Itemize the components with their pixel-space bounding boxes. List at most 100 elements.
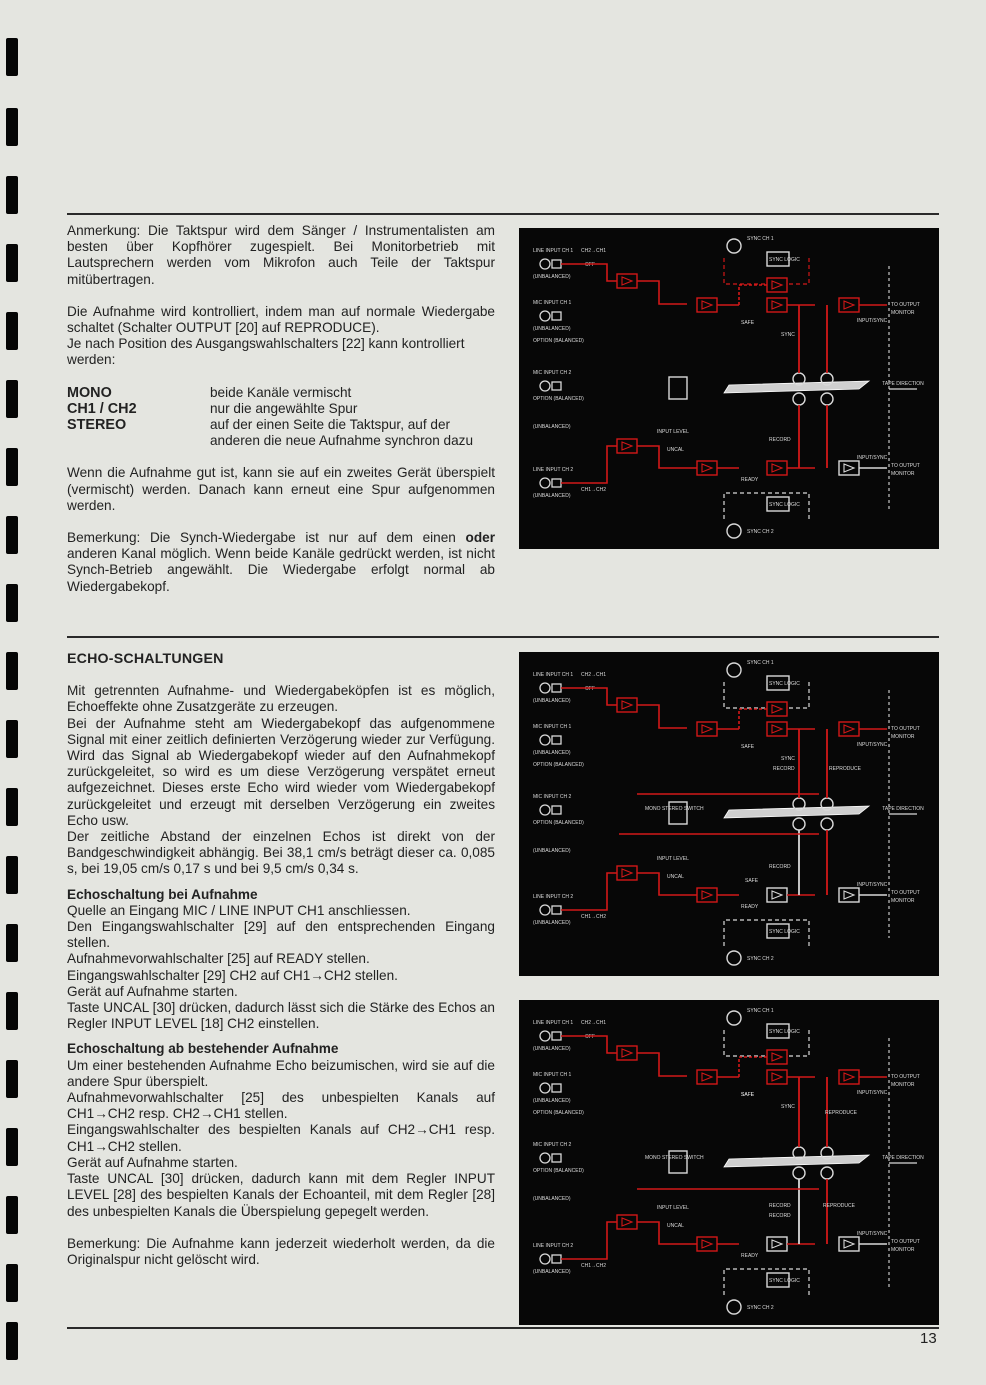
label-input-level: INPUT LEVEL (657, 429, 689, 435)
label-option-balanced: OPTION (BALANCED) (533, 1168, 584, 1174)
label-sync-ch2: SYNC CH 2 (747, 1305, 774, 1311)
signal-path (561, 872, 617, 911)
sync-logic-block (766, 1023, 790, 1039)
label-mono-stereo-switch: MONO STEREO SWITCH (645, 806, 704, 812)
label-sync-logic: SYNC LOGIC (769, 1278, 800, 1284)
section1-text: Anmerkung: Die Taktspur wird dem Sänger … (67, 223, 495, 595)
label-unbalanced: (UNBALANCED) (533, 424, 571, 430)
echo-intro-2: Bei der Aufnahme steht am Wiedergabekopf… (67, 715, 495, 828)
label-ready: READY (741, 904, 759, 910)
label-mono-stereo-switch: MONO STEREO SWITCH (645, 1155, 704, 1161)
label-sync: SYNC (781, 332, 795, 338)
label-line-input-ch2: LINE INPUT CH 2 (533, 1243, 573, 1249)
label-safe: SAFE (741, 744, 755, 750)
label-mic-input-ch2: MIC INPUT CH 2 (533, 794, 571, 800)
amplifier-symbol (771, 890, 784, 900)
amplifier-block (766, 1049, 788, 1065)
binding-hole (6, 1196, 18, 1234)
label-uncal: UNCAL (667, 447, 684, 453)
output-mode-table: MONO beide Kanäle vermischt CH1 / CH2 nu… (67, 385, 495, 450)
section2-text: ECHO-SCHALTUNGEN Mit getrennten Aufnahme… (67, 651, 495, 1268)
binding-hole (6, 380, 18, 418)
amplifier-block (696, 887, 718, 903)
amplifier-symbol (843, 1072, 856, 1082)
amplifier-symbol (621, 1048, 634, 1058)
amplifier-symbol (771, 280, 784, 290)
signal-path (561, 1035, 617, 1054)
tape-band (723, 380, 871, 394)
binding-hole (6, 516, 18, 554)
label-to-output: TO OUTPUT (891, 1239, 920, 1245)
mono-stereo-switch-block (668, 801, 688, 825)
label-sync: SYNC (781, 1104, 795, 1110)
echo-bestehend-line: Aufnahmevorwahlschalter [25] des unbespi… (67, 1090, 495, 1122)
xlr-jack-icon (539, 804, 551, 816)
amplifier-symbol (621, 441, 634, 451)
binding-hole (6, 312, 18, 350)
binding-hole (6, 38, 18, 76)
amplifier-symbol (621, 700, 634, 710)
signal-path (637, 1052, 687, 1077)
label-option-balanced: OPTION (BALANCED) (533, 338, 584, 344)
note-synch: Bemerkung: Die Synch-Wiedergabe ist nur … (67, 530, 495, 595)
mode-desc-mono: beide Kanäle vermischt (210, 384, 352, 400)
label-tape-direction: TAPE DIRECTION (882, 381, 924, 387)
xlr-jack-icon (539, 1030, 551, 1042)
paragraph-ausgangswahl: Je nach Position des Ausgangswahlschalte… (67, 336, 465, 368)
sync-logic-block (766, 1272, 790, 1288)
binding-hole (6, 244, 18, 282)
label-line-input-ch1: LINE INPUT CH 1 (533, 672, 573, 678)
label-to-output: TO OUTPUT (891, 302, 920, 308)
label-to-output: TO OUTPUT (891, 890, 920, 896)
mode-desc-ch: nur die angewählte Spur (210, 400, 358, 416)
label-unbalanced: (UNBALANCED) (533, 750, 571, 756)
xlr-jack-icon (539, 1253, 551, 1265)
mode-key-mono: MONO (67, 384, 112, 401)
signal-path (738, 284, 767, 305)
label-monitor: MONITOR (891, 471, 915, 477)
label-mic-input-ch1: MIC INPUT CH 1 (533, 1072, 571, 1078)
signal-path (561, 445, 617, 484)
binding-hole (6, 1264, 18, 1302)
label-monitor: MONITOR (891, 734, 915, 740)
amplifier-symbol (843, 890, 856, 900)
label-sync-ch1: SYNC CH 1 (747, 660, 774, 666)
label-safe: SAFE (741, 320, 755, 326)
signal-path (561, 263, 617, 282)
amplifier-block (766, 460, 788, 476)
amplifier-block (616, 697, 638, 713)
label-record: RECORD (769, 864, 791, 870)
sync-switch-icon (726, 950, 742, 966)
label-off: OFF (585, 686, 595, 692)
record-head-icon (792, 1166, 806, 1180)
sync-logic-block (766, 496, 790, 512)
amplifier-block (696, 721, 718, 737)
note-synch-pre: Bemerkung: Die Synch-Wiedergabe ist nur … (67, 530, 466, 546)
amplifier-symbol (771, 724, 784, 734)
label-line-input-ch1: LINE INPUT CH 1 (533, 248, 573, 254)
label-line-input-ch2: LINE INPUT CH 2 (533, 467, 573, 473)
echo-bestehend-line: Taste UNCAL [30] drücken, dadurch kann m… (67, 1171, 495, 1219)
label-reproduce: REPRODUCE (829, 766, 862, 772)
label-reproduce: REPRODUCE (825, 1110, 858, 1116)
amplifier-symbol (621, 1217, 634, 1227)
label-sync-logic: SYNC LOGIC (769, 257, 800, 263)
jack-socket-icon (551, 1153, 562, 1163)
amplifier-block (838, 460, 860, 476)
amplifier-block (696, 1236, 718, 1252)
paragraph-kontrolle: Die Aufnahme wird kontrolliert, indem ma… (67, 303, 495, 336)
playback-head-icon (820, 817, 834, 831)
sync-logic-block (766, 675, 790, 691)
jack-socket-icon (551, 259, 562, 269)
label-to-output: TO OUTPUT (891, 1074, 920, 1080)
amplifier-block (616, 1045, 638, 1061)
playback-head-icon (820, 392, 834, 406)
label-monitor: MONITOR (891, 310, 915, 316)
label-ch1-ch2: CH1→CH2 (581, 487, 606, 493)
amplifier-block (838, 297, 860, 313)
xlr-jack-icon (539, 682, 551, 694)
mono-stereo-switch-block (668, 376, 688, 400)
